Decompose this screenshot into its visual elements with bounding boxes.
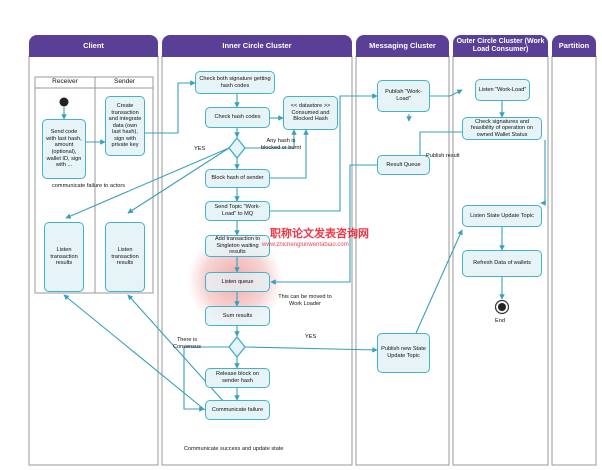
publish-workload-node: Publish "Work-Load" (377, 80, 430, 112)
yes-label-1: YES (194, 146, 206, 152)
sublane-sender: Sender (114, 78, 135, 85)
moved-label: This can be moved to Work Loader (278, 294, 332, 307)
create-transaction-node: Create transaction and integrate data (o… (105, 96, 145, 156)
send-topic-node: Send Topic "Work-Load" to MQ (205, 201, 270, 221)
lane-header-client: Client (29, 35, 158, 57)
client-inner-frame (34, 76, 154, 294)
listen-results-sender-node: Listen transaction results (105, 222, 145, 292)
listen-queue-node: Listen queue (205, 272, 270, 292)
communicate-failure-actors-label: communicate failure to actors (52, 183, 126, 189)
lane-header-partition: Partition (552, 35, 596, 57)
lane-header-outer: Outer Circle Cluster (Work Load Consumer… (453, 35, 548, 57)
arrow-result-queue-listen-queue (270, 164, 377, 285)
yes-label-2: YES (305, 334, 317, 340)
consensus-label: There is Consensus (173, 337, 201, 350)
sum-results-node: Sum results (205, 306, 270, 326)
arrow-failure-receiver (63, 294, 206, 411)
listen-workload-node: Listen "Work-Load" (475, 79, 530, 101)
arrow-create-tx-check-sig (145, 80, 196, 134)
arrow-diamond-fail-sender (127, 147, 230, 214)
publish-result-label: Publish result (426, 153, 460, 159)
check-signatures-outer-node: Check signatures and feasibility of oper… (462, 117, 542, 140)
add-transaction-node: Add transaction to Singleton waiting res… (205, 235, 270, 257)
partition-lane (551, 55, 597, 466)
communicate-failure-node: Communicate failure (205, 400, 270, 420)
arrow-publish-wl-listen-wl (430, 89, 463, 97)
end-node-core (498, 303, 506, 311)
end-label: End (495, 318, 505, 324)
arrow-send-topic-publish-wl (270, 93, 378, 212)
lane-header-messaging: Messaging Cluster (356, 35, 449, 57)
check-signature-node: Check both signature getting hash codes (195, 71, 275, 94)
publish-state-node: Publish new State Update Topic (377, 333, 430, 373)
check-hash-node: Check hash codes (205, 107, 270, 128)
consensus-decision-diamond (228, 335, 246, 359)
send-code-node: Send code with last hash, amount (option… (42, 119, 86, 179)
listen-state-node: Listen State Update Topic (462, 205, 542, 227)
listen-results-receiver-node: Listen transaction results (44, 222, 84, 292)
arrow-diamond-fail-receiver (65, 147, 230, 219)
arrow-outer-loop (540, 140, 546, 206)
refresh-wallets-node: Refresh Data of wallets (462, 250, 542, 277)
bottom-label: Communicate success and update state (184, 446, 284, 452)
release-block-node: Release block on sender hash (205, 368, 270, 388)
arrow-diamond-publish-state (244, 346, 378, 353)
lane-header-inner: Inner Circle Cluster (162, 35, 352, 57)
sublane-receiver: Receiver (52, 78, 78, 85)
hash-decision-diamond (228, 136, 246, 160)
watermark-title: 职称论文发表咨询网 (270, 228, 369, 240)
datastore-node: << datastore >> Consumed and Blocked Has… (283, 96, 338, 130)
arrow-block-hash-datastore (270, 129, 309, 179)
start-node (59, 97, 69, 107)
any-hash-label: Any hash is blocked or burnt (260, 138, 302, 151)
arrow-publish-state-listen-state (415, 229, 463, 334)
arrow-no-consensus-failure (183, 346, 229, 412)
block-hash-node: Block hash of sender (205, 169, 270, 188)
watermark-url: www.zhichenglunwenfabiao.com (262, 242, 349, 248)
messaging-lane (355, 55, 450, 466)
arrow-diamond-datastore (245, 129, 297, 149)
result-queue-node: Result Queue (377, 155, 430, 175)
